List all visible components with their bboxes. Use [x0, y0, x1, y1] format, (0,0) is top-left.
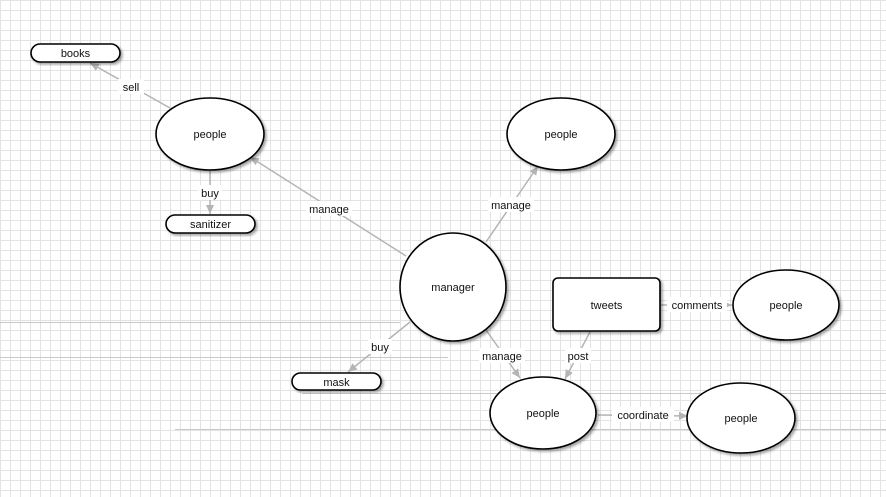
- node-sanitizer[interactable]: sanitizer: [165, 214, 256, 234]
- node-people-top-right[interactable]: people: [506, 97, 616, 171]
- edge-label-manage-top-left: manage: [309, 204, 349, 216]
- edge-label-manage-bottom: manage: [482, 351, 522, 363]
- node-label-people-top-right: people: [544, 129, 577, 141]
- node-manager[interactable]: manager: [399, 232, 507, 342]
- edge-labels-layer: sell buy manage manage buy manage commen…: [118, 79, 727, 422]
- edge-label-buy-mask: buy: [371, 342, 389, 354]
- guide-line-1: [0, 322, 400, 323]
- guide-line-3: [302, 393, 886, 394]
- edge-label-post: post: [568, 351, 589, 363]
- nodes-layer: books people sanitizer people manager tw…: [30, 43, 840, 454]
- edge-label-coordinate: coordinate: [617, 410, 668, 422]
- edge-label-manage-top-right: manage: [491, 200, 531, 212]
- node-label-mask: mask: [323, 377, 350, 389]
- node-label-sanitizer: sanitizer: [190, 219, 231, 231]
- node-books[interactable]: books: [30, 43, 121, 63]
- edge-label-sell: sell: [123, 82, 140, 94]
- node-label-tweets: tweets: [591, 300, 623, 312]
- edge-label-comments: comments: [672, 300, 723, 312]
- node-label-books: books: [61, 48, 91, 60]
- node-mask[interactable]: mask: [291, 372, 382, 391]
- node-people-top-left[interactable]: people: [155, 97, 265, 171]
- node-label-people-bottom-right: people: [724, 413, 757, 425]
- node-tweets[interactable]: tweets: [552, 277, 661, 332]
- node-label-people-right: people: [769, 300, 802, 312]
- node-people-bottom-right[interactable]: people: [686, 382, 796, 454]
- node-label-people-bottom: people: [526, 408, 559, 420]
- node-people-bottom[interactable]: people: [489, 376, 597, 450]
- guide-line-2: [0, 357, 448, 358]
- edge-label-buy-sanitizer: buy: [201, 188, 219, 200]
- node-label-manager: manager: [431, 282, 475, 294]
- node-people-right[interactable]: people: [732, 269, 840, 341]
- node-label-people-top-left: people: [193, 129, 226, 141]
